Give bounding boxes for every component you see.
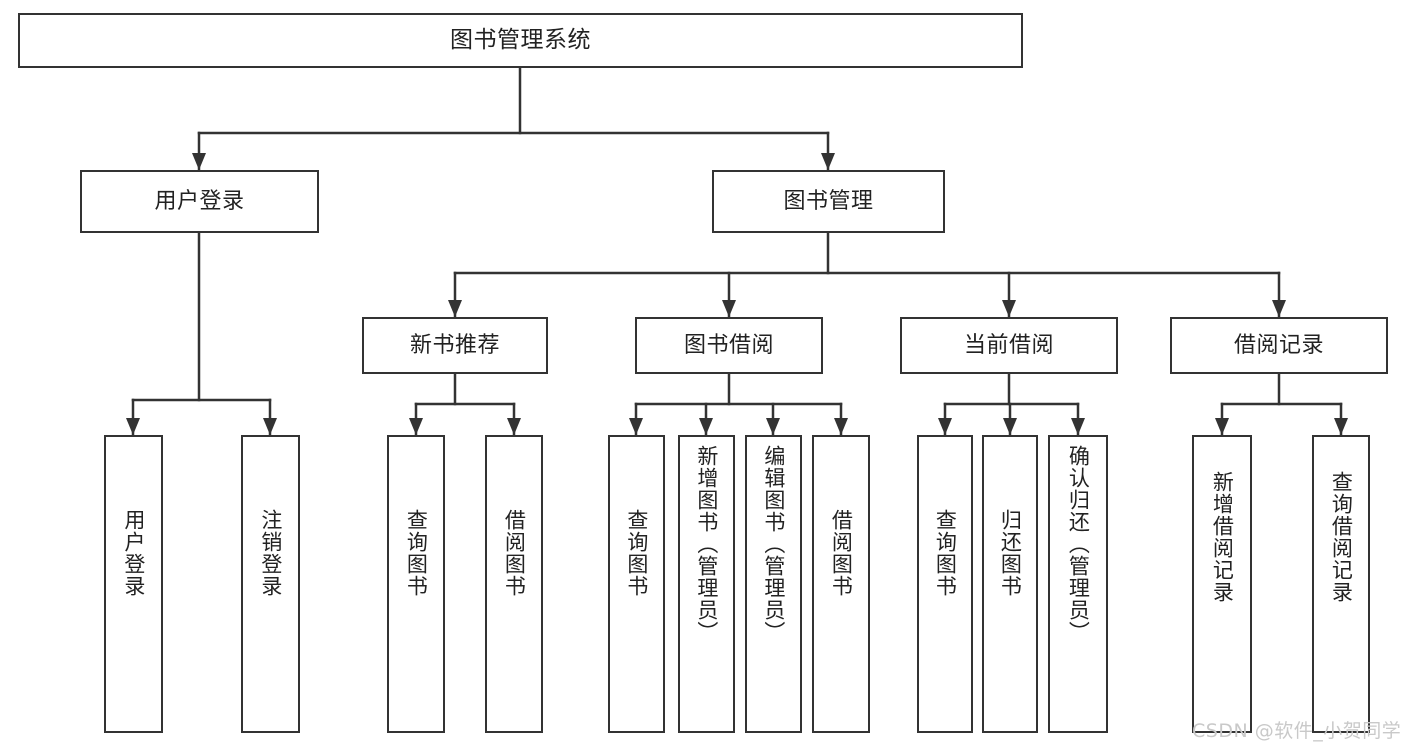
leaf-query-book-1[interactable]: 查询图书 (387, 435, 445, 733)
node-label: 确认归还（管理员） (1066, 445, 1091, 643)
leaf-edit-book-admin[interactable]: 编辑图书（管理员） (745, 435, 802, 733)
leaf-query-borrow-record[interactable]: 查询借阅记录 (1312, 435, 1370, 733)
node-label: 图书管理 (783, 188, 874, 214)
node-user-login[interactable]: 用户登录 (80, 170, 319, 233)
leaf-confirm-return-admin[interactable]: 确认归还（管理员） (1048, 435, 1108, 733)
node-label: 注销登录 (258, 509, 283, 597)
node-book-borrow[interactable]: 图书借阅 (635, 317, 823, 374)
leaf-borrow-book-1[interactable]: 借阅图书 (485, 435, 543, 733)
node-label: 查询图书 (933, 509, 958, 597)
leaf-user-login[interactable]: 用户登录 (104, 435, 163, 733)
node-label: 新书推荐 (409, 332, 500, 358)
node-label: 图书借阅 (683, 332, 774, 358)
node-label: 借阅记录 (1233, 332, 1324, 358)
node-label: 借阅图书 (829, 509, 854, 597)
node-label: 用户登录 (121, 509, 146, 597)
node-root-system[interactable]: 图书管理系统 (18, 13, 1023, 68)
leaf-add-borrow-record[interactable]: 新增借阅记录 (1192, 435, 1252, 733)
leaf-query-book-3[interactable]: 查询图书 (917, 435, 973, 733)
node-label: 当前借阅 (963, 332, 1054, 358)
leaf-add-book-admin[interactable]: 新增图书（管理员） (678, 435, 735, 733)
leaf-user-logout[interactable]: 注销登录 (241, 435, 300, 733)
node-borrow-record[interactable]: 借阅记录 (1170, 317, 1388, 374)
node-new-book-recommend[interactable]: 新书推荐 (362, 317, 548, 374)
node-label: 图书管理系统 (450, 27, 591, 54)
node-book-manage[interactable]: 图书管理 (712, 170, 945, 233)
leaf-borrow-book-2[interactable]: 借阅图书 (812, 435, 870, 733)
leaf-return-book[interactable]: 归还图书 (982, 435, 1038, 733)
node-label: 编辑图书（管理员） (761, 445, 786, 643)
node-label: 新增借阅记录 (1210, 471, 1235, 603)
node-label: 用户登录 (154, 188, 245, 214)
node-label: 查询图书 (404, 509, 429, 597)
csdn-watermark: CSDN @软件_小贺同学 (1192, 720, 1402, 742)
node-label: 查询借阅记录 (1329, 471, 1354, 603)
node-label: 归还图书 (998, 509, 1023, 597)
node-label: 查询图书 (624, 509, 649, 597)
leaf-query-book-2[interactable]: 查询图书 (608, 435, 665, 733)
node-label: 借阅图书 (502, 509, 527, 597)
node-label: 新增图书（管理员） (694, 445, 719, 643)
node-current-borrow[interactable]: 当前借阅 (900, 317, 1118, 374)
